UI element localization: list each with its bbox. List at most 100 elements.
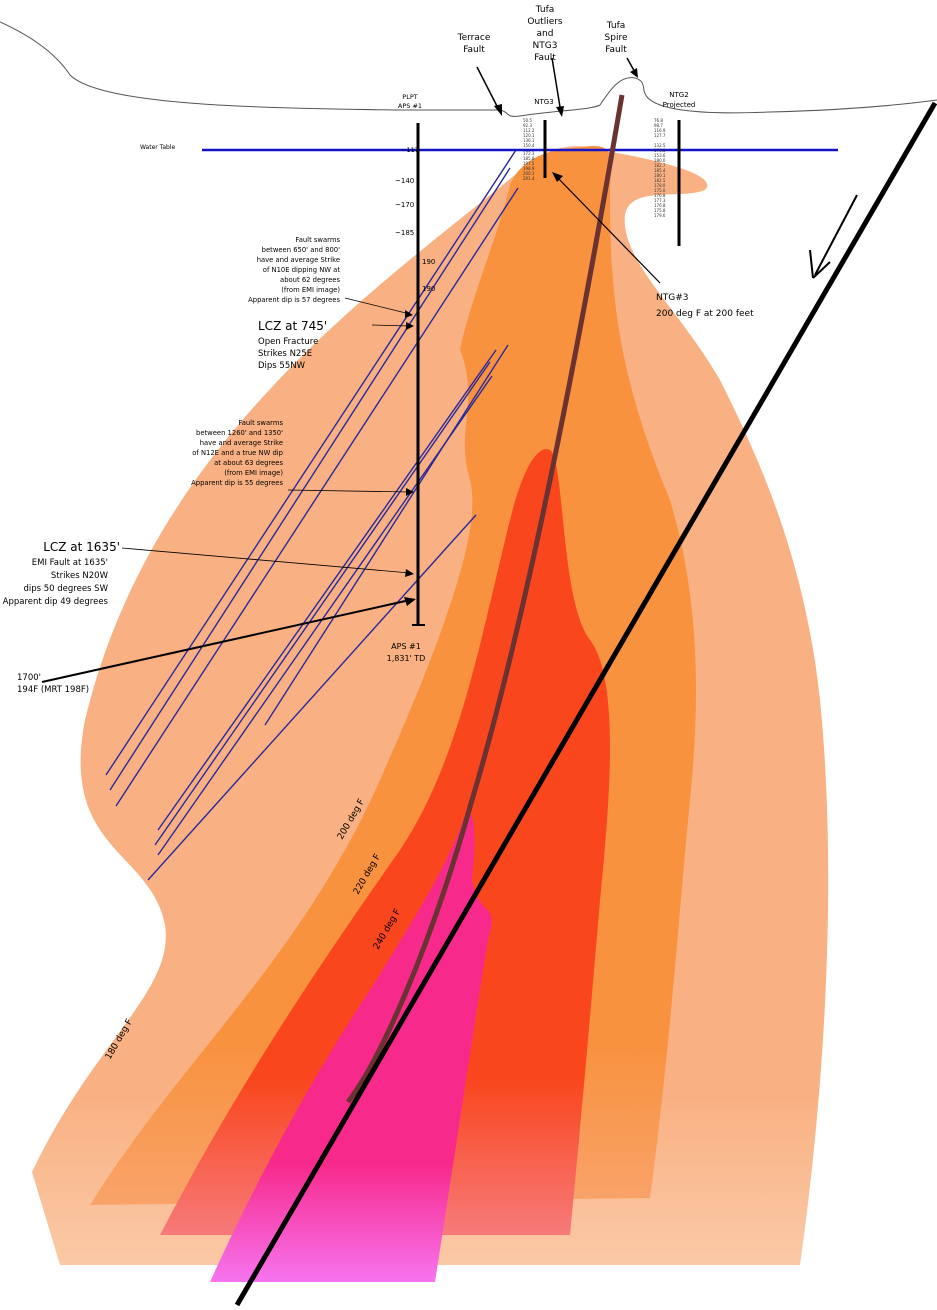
svg-text:Projected: Projected — [663, 101, 696, 109]
svg-text:Tufa: Tufa — [606, 21, 626, 31]
svg-text:(from EMI image): (from EMI image) — [224, 469, 283, 477]
svg-text:Terrace: Terrace — [457, 33, 491, 43]
isotherm-220-zone — [160, 449, 610, 1235]
svg-text:NTG#3: NTG#3 — [656, 293, 688, 303]
svg-text:Apparent dip is 57 degrees: Apparent dip is 57 degrees — [248, 296, 340, 304]
svg-text:dips 50 degrees SW: dips 50 degrees SW — [23, 584, 108, 594]
svg-text:153.6: 153.6 — [654, 153, 666, 158]
svg-text:176.8: 176.8 — [654, 203, 666, 208]
svg-text:178.0: 178.0 — [654, 183, 666, 188]
svg-text:~140: ~140 — [395, 177, 414, 185]
svg-text:177.3: 177.3 — [654, 198, 666, 203]
ntg2-value-column: 76.8 98.7 116.9 127.7 132.5 176.8 153.6 … — [654, 118, 666, 218]
svg-text:182.5: 182.5 — [654, 178, 666, 183]
svg-text:92.3: 92.3 — [523, 123, 532, 128]
well-ntg2-label: NTG2 Projected — [663, 91, 696, 109]
svg-text:Dips 55NW: Dips 55NW — [258, 361, 306, 371]
fault-line — [264, 344, 509, 726]
svg-text:between 1260' and 1350': between 1260' and 1350' — [196, 429, 283, 437]
svg-text:and: and — [537, 29, 554, 39]
tufa-outliers-label: Tufa Outliers and NTG3 Fault — [527, 5, 563, 63]
svg-text:between 650' and 800': between 650' and 800' — [262, 246, 340, 254]
svg-text:Strikes N20W: Strikes N20W — [51, 571, 109, 581]
tufa-spire-label: Tufa Spire Fault — [605, 21, 628, 55]
svg-text:~170: ~170 — [395, 201, 414, 209]
pointer-arrows — [41, 57, 661, 683]
depth-1700-annotation: 1700' 194F (MRT 198F) — [17, 673, 89, 695]
svg-text:50.5: 50.5 — [523, 118, 532, 123]
svg-text:LCZ at 745': LCZ at 745' — [258, 319, 327, 333]
aps-temperature-readings: ~117 ~140 ~170 ~185 190 190 — [395, 146, 435, 293]
fault-line — [154, 361, 491, 846]
svg-text:112.2: 112.2 — [523, 128, 535, 133]
svg-text:120.1: 120.1 — [523, 133, 535, 138]
fault-swarm-2-annotation: Fault swarms between 1260' and 1350' hav… — [191, 419, 283, 487]
lcz-1635-annotation: LCZ at 1635' EMI Fault at 1635' Strikes … — [3, 540, 120, 607]
svg-text:132.5: 132.5 — [654, 143, 666, 148]
svg-text:194F (MRT 198F): 194F (MRT 198F) — [17, 685, 89, 695]
svg-text:201.4: 201.4 — [523, 176, 535, 181]
svg-text:185.4: 185.4 — [654, 168, 666, 173]
lcz-745-annotation: LCZ at 745' Open Fracture Strikes N25E D… — [258, 319, 327, 371]
svg-text:Apparent dip 49 degrees: Apparent dip 49 degrees — [3, 597, 109, 607]
svg-text:of N12E and a true NW dip: of N12E and a true NW dip — [192, 449, 283, 457]
well-aps-1 — [412, 123, 425, 626]
terrace-fault-label: Terrace Fault — [457, 33, 491, 55]
svg-text:176.8: 176.8 — [654, 148, 666, 153]
water-table-label: Water Table — [140, 144, 175, 151]
ground-surface-line — [0, 21, 937, 117]
svg-text:of N10E dipping NW at: of N10E dipping NW at — [263, 266, 341, 274]
fault-swarm-lines — [105, 149, 519, 881]
svg-text:~185: ~185 — [395, 229, 414, 237]
svg-text:180.0: 180.0 — [654, 158, 666, 163]
svg-text:200 deg F at 200 feet: 200 deg F at 200 feet — [656, 309, 754, 319]
svg-text:EMI Fault at 1635': EMI Fault at 1635' — [32, 558, 108, 568]
svg-text:APS #1: APS #1 — [391, 642, 421, 651]
svg-text:200.1: 200.1 — [523, 171, 535, 176]
svg-text:about 62 degrees: about 62 degrees — [280, 276, 340, 284]
svg-text:175.0: 175.0 — [654, 188, 666, 193]
svg-text:PLPT: PLPT — [402, 93, 417, 101]
svg-text:197.5: 197.5 — [523, 161, 535, 166]
svg-text:180.1: 180.1 — [654, 173, 666, 178]
svg-text:150.4: 150.4 — [523, 143, 535, 148]
fault-line — [109, 167, 511, 791]
svg-text:127.7: 127.7 — [654, 133, 666, 138]
svg-text:1,831' TD: 1,831' TD — [387, 654, 426, 663]
svg-text:Fault: Fault — [463, 45, 485, 55]
svg-text:Apparent dip is 55 degrees: Apparent dip is 55 degrees — [191, 479, 283, 487]
svg-text:LCZ at 1635': LCZ at 1635' — [43, 540, 120, 554]
svg-text:Outliers: Outliers — [527, 17, 563, 27]
svg-text:98.7: 98.7 — [654, 123, 663, 128]
upflow-conduit — [346, 94, 625, 1104]
well-plpt-label: PLPT APS #1 — [398, 93, 422, 110]
ntg3-value-column: 50.5 92.3 112.2 120.1 136.1 150.4 172.3 … — [523, 118, 535, 181]
svg-text:(from EMI image): (from EMI image) — [281, 286, 340, 294]
svg-text:~117: ~117 — [401, 146, 419, 154]
fault-offset-arrow — [809, 194, 858, 279]
svg-text:190: 190 — [422, 258, 435, 266]
svg-text:198.9: 198.9 — [523, 166, 535, 171]
svg-text:NTG2: NTG2 — [669, 91, 688, 99]
svg-text:APS #1: APS #1 — [398, 102, 422, 110]
svg-text:Tufa: Tufa — [535, 5, 555, 15]
svg-text:175.8: 175.8 — [654, 208, 666, 213]
fault-swarm-1-annotation: Fault swarms between 650' and 800' have … — [248, 236, 340, 304]
svg-text:Fault: Fault — [534, 53, 556, 63]
svg-text:at about 63 degrees: at about 63 degrees — [214, 459, 283, 467]
fault-line — [157, 375, 493, 856]
svg-text:136.1: 136.1 — [523, 138, 535, 143]
svg-text:NTG3: NTG3 — [533, 41, 558, 51]
aps-td-label: APS #1 1,831' TD — [387, 642, 426, 663]
svg-text:190: 190 — [422, 285, 435, 293]
svg-text:Fault swarms: Fault swarms — [238, 419, 283, 427]
isotherm-240-zone — [210, 813, 492, 1282]
svg-text:have and average Strike: have and average Strike — [257, 256, 340, 264]
svg-text:have and average Strike: have and average Strike — [200, 439, 283, 447]
fault-line — [105, 149, 517, 776]
svg-text:176.8: 176.8 — [654, 193, 666, 198]
ntg3-temperature-annotation: NTG#3 200 deg F at 200 feet — [656, 293, 754, 319]
fault-line — [147, 514, 477, 881]
svg-text:76.8: 76.8 — [654, 118, 663, 123]
svg-text:Spire: Spire — [605, 33, 628, 43]
